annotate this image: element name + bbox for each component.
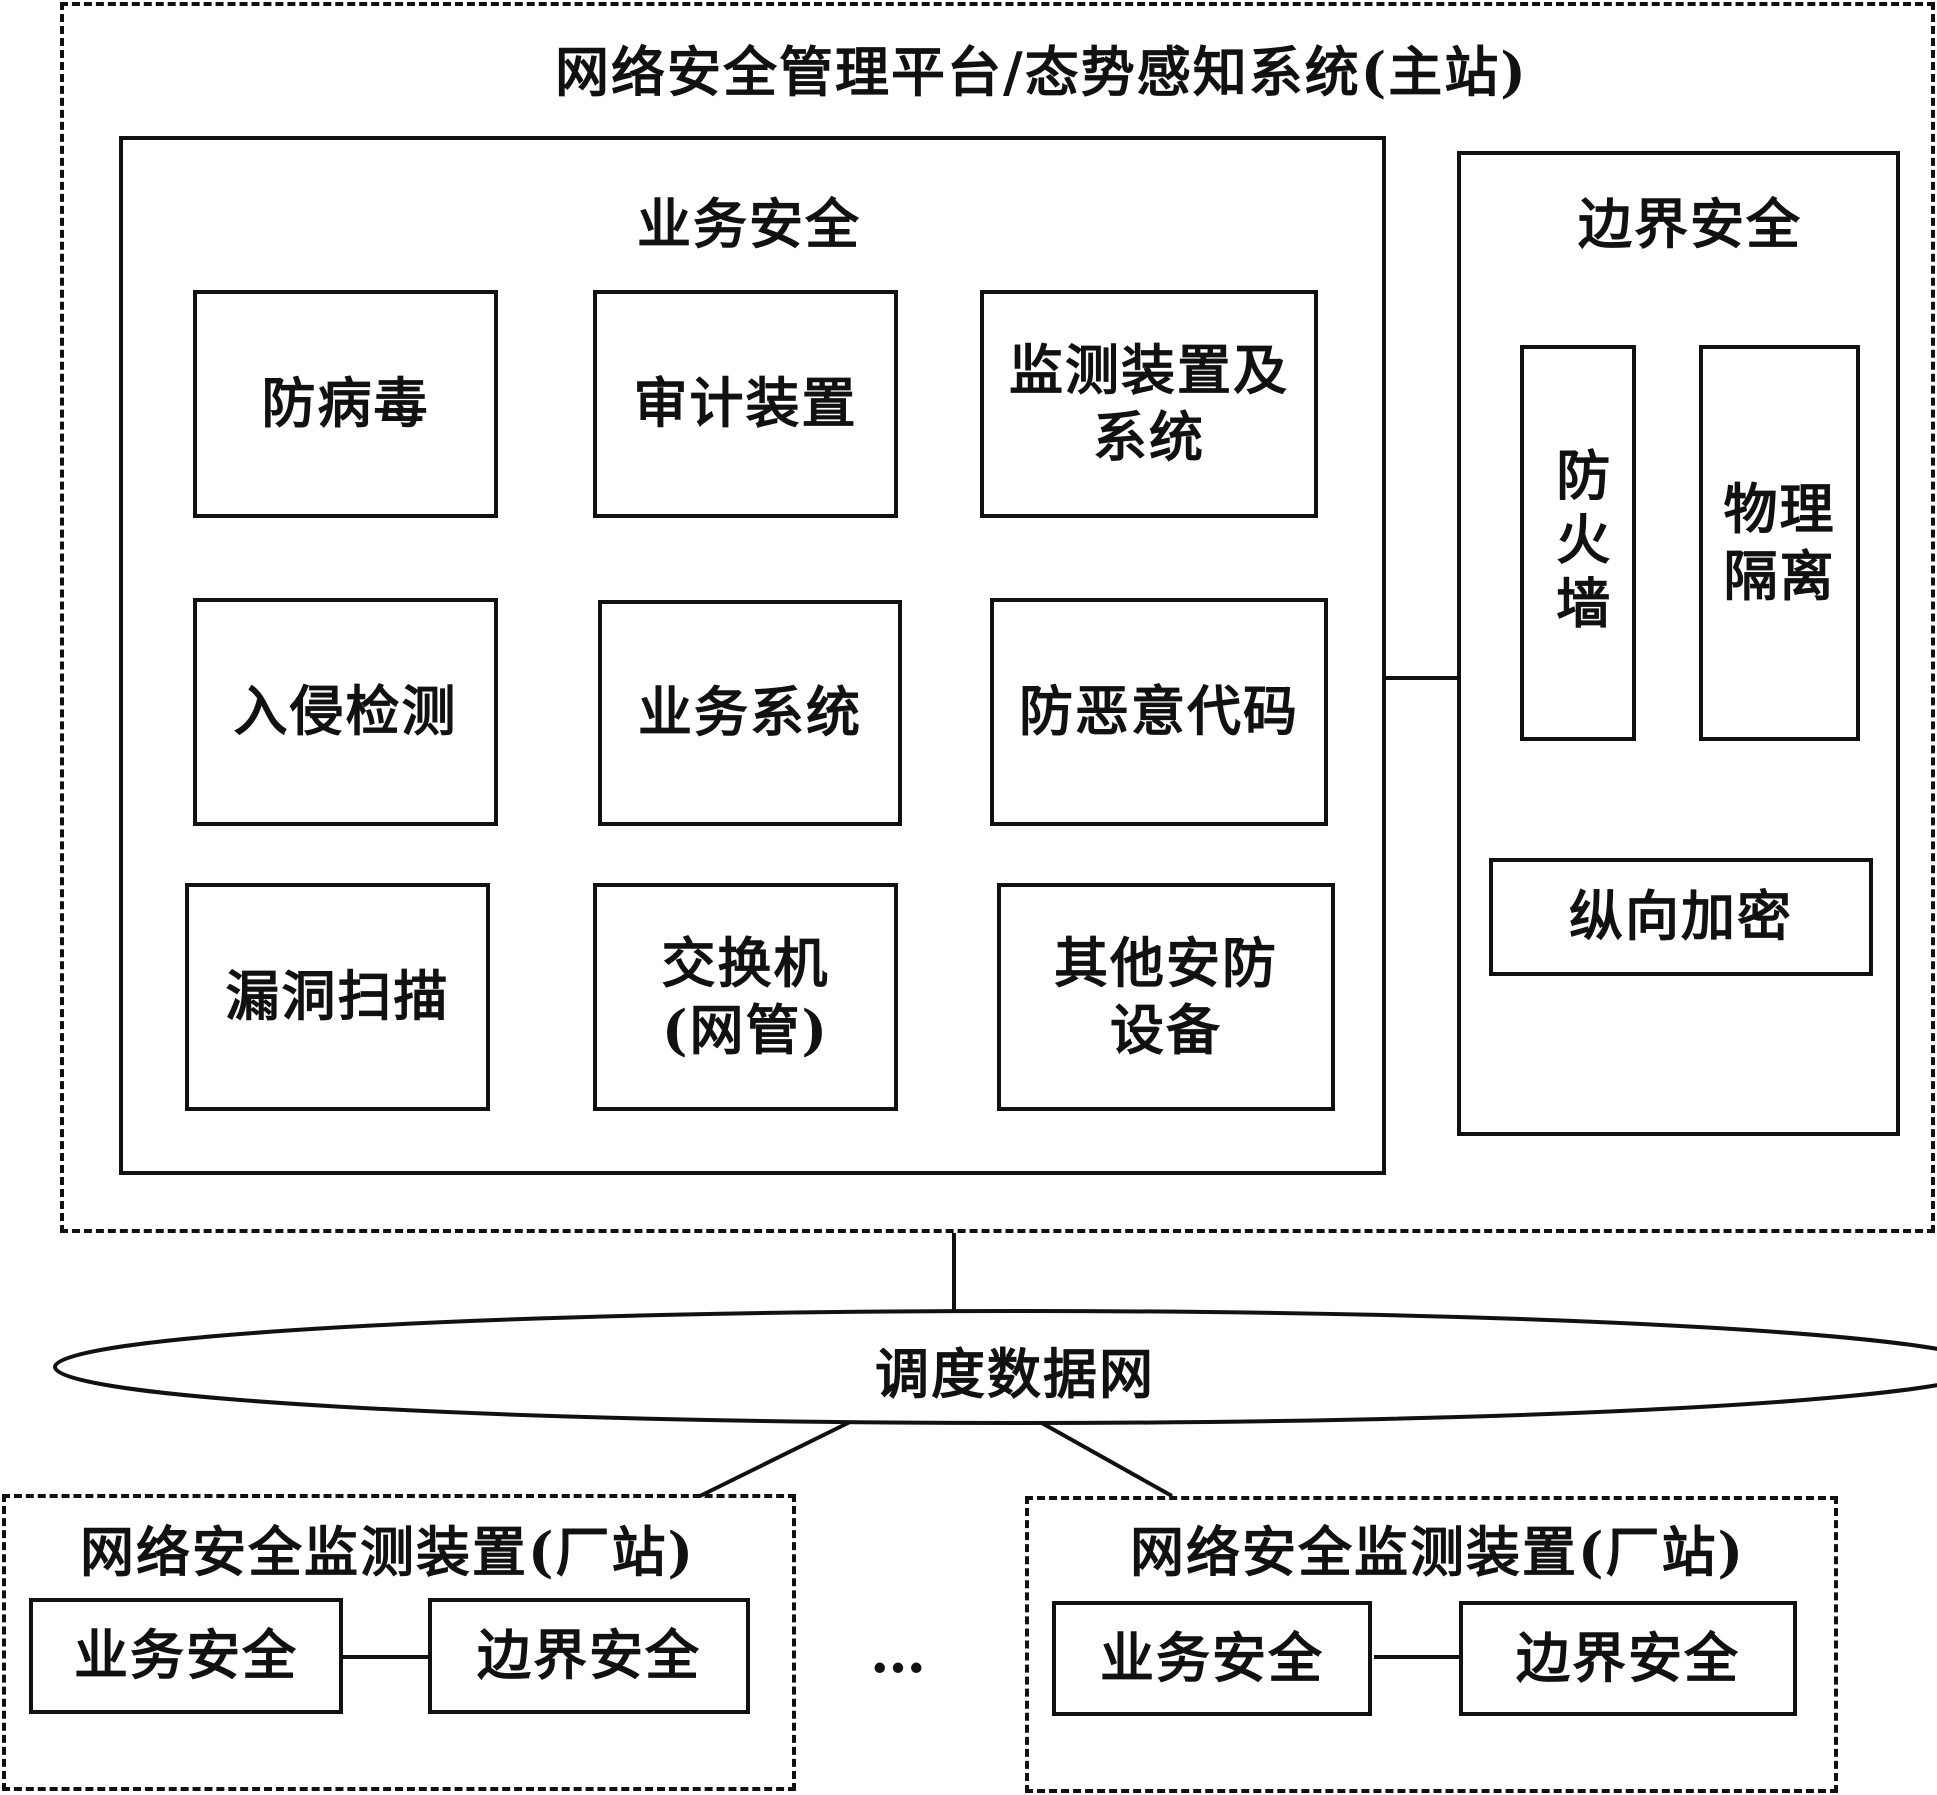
plant-station-title-1: 网络安全监测装置(厂站)	[80, 1520, 696, 1584]
firewall-label: 防火墙	[1546, 447, 1611, 639]
intrusion-detection-node: 入侵检测	[193, 598, 498, 826]
plant-1-boundary-security-label: 边界安全	[477, 1623, 701, 1688]
boundary-security-title: 边界安全	[1578, 192, 1802, 256]
physical-isolation-node: 物理隔离	[1699, 345, 1860, 741]
vertical-encryption-node: 纵向加密	[1489, 858, 1873, 976]
anti-malware-node: 防恶意代码	[990, 598, 1328, 826]
antivirus-label: 防病毒	[261, 371, 430, 436]
plant-1-business-security-label: 业务安全	[74, 1623, 298, 1688]
plant-2-boundary-security: 边界安全	[1459, 1601, 1797, 1716]
intrusion-detection-label: 入侵检测	[233, 679, 458, 744]
more-stations-ellipsis: …	[870, 1620, 926, 1686]
antivirus-node: 防病毒	[193, 290, 498, 518]
plant-2-business-security-label: 业务安全	[1100, 1625, 1324, 1690]
monitoring-device-node: 监测装置及系统	[980, 290, 1318, 518]
plant-station-frame-1	[2, 1494, 796, 1791]
audit-device-node: 审计装置	[593, 290, 898, 518]
business-system-label: 业务系统	[638, 680, 862, 745]
switch-label: 交换机(网管)	[661, 930, 830, 1063]
vertical-encryption-label: 纵向加密	[1569, 884, 1793, 949]
dispatch-network-label: 调度数据网	[875, 1342, 1155, 1406]
business-security-title: 业务安全	[637, 192, 861, 256]
other-security-device-label: 其他安防设备	[1054, 930, 1278, 1063]
business-system-node: 业务系统	[598, 600, 902, 826]
plant-2-business-security: 业务安全	[1052, 1601, 1372, 1716]
link-network-station-1	[699, 1420, 851, 1498]
master-station-frame	[60, 2, 1935, 1233]
master-station-title: 网络安全管理平台/态势感知系统(主站)	[555, 40, 1528, 104]
vulnerability-scan-node: 漏洞扫描	[185, 883, 490, 1111]
plant-station-title-2: 网络安全监测装置(厂站)	[1130, 1520, 1746, 1584]
physical-isolation-label: 物理隔离	[1723, 476, 1836, 609]
plant-station-frame-2	[1025, 1496, 1838, 1793]
other-security-device-node: 其他安防设备	[997, 883, 1335, 1111]
plant-1-boundary-security: 边界安全	[428, 1598, 750, 1714]
audit-device-label: 审计装置	[633, 371, 858, 436]
firewall-node: 防火墙	[1520, 345, 1636, 741]
switch-node: 交换机(网管)	[593, 883, 898, 1111]
plant-2-boundary-security-label: 边界安全	[1516, 1625, 1740, 1690]
dispatch-network-ellipse	[53, 1309, 1937, 1425]
monitoring-device-label: 监测装置及系统	[1009, 337, 1289, 470]
vulnerability-scan-label: 漏洞扫描	[225, 964, 450, 1029]
anti-malware-label: 防恶意代码	[1019, 679, 1299, 744]
link-network-station-2	[1039, 1420, 1173, 1498]
plant-1-business-security: 业务安全	[29, 1598, 343, 1714]
